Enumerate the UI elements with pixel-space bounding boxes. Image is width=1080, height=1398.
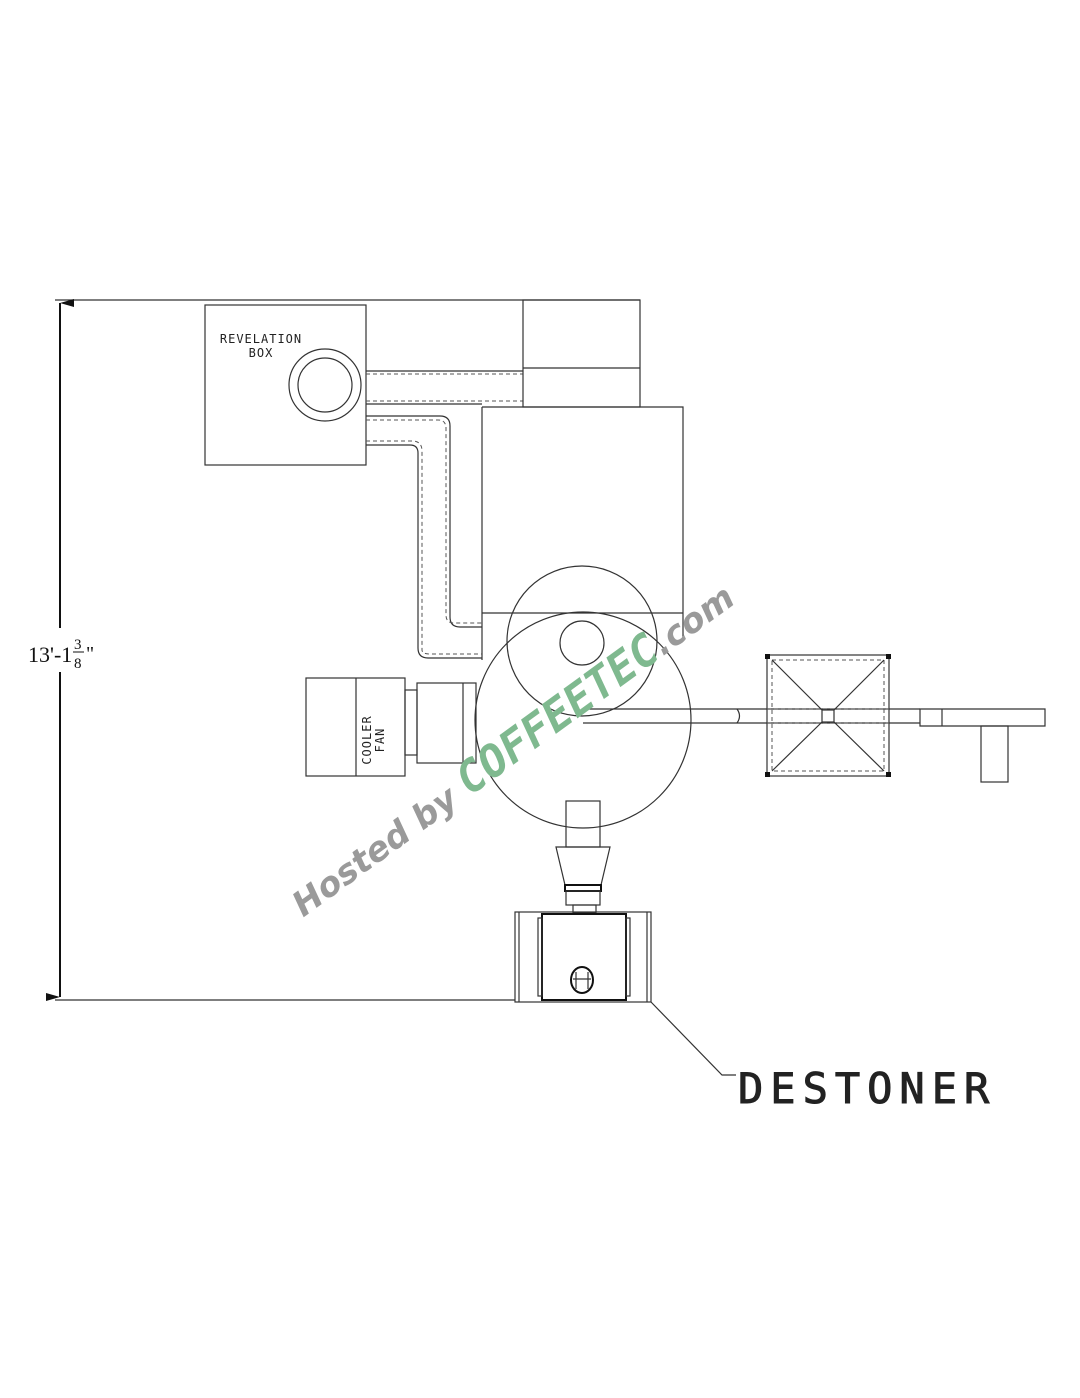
- revelation-box-label-2: BOX: [249, 346, 274, 360]
- dimension-height: 13'-1 3 8 ": [22, 299, 640, 1001]
- dimension-numerator: 3: [74, 637, 82, 653]
- cyclone-box: [765, 654, 891, 777]
- revelation-box-label: REVELATION: [220, 332, 302, 346]
- dimension-unit: ": [86, 643, 94, 665]
- roaster-body: [481, 406, 684, 660]
- cooling-tray: [474, 565, 692, 829]
- destoner: DESTONER: [514, 911, 996, 1114]
- svg-text:Hosted by COFFEETEC.com: Hosted by COFFEETEC.com: [280, 570, 744, 926]
- watermark-brand: COFFEETEC: [446, 624, 669, 806]
- watermark-suffix: .com: [644, 577, 742, 663]
- chaff-pipe: [583, 708, 1046, 783]
- watermark: Hosted by COFFEETEC.com: [280, 570, 744, 926]
- cooler-fan: COOLER FAN: [305, 677, 477, 777]
- upper-duct: [366, 370, 523, 405]
- watermark-prefix: Hosted by: [285, 771, 475, 924]
- s-duct: [366, 415, 482, 659]
- cooler-fan-label-2: FAN: [373, 728, 387, 753]
- dimension-denominator: 8: [74, 656, 82, 672]
- cooler-fan-label: COOLER: [360, 715, 374, 764]
- dimension-value: 13'-1: [28, 642, 72, 667]
- roaster-exhaust-stack: [522, 299, 641, 408]
- revelation-box: REVELATION BOX: [204, 304, 367, 466]
- destoner-label: DESTONER: [738, 1064, 996, 1113]
- discharge-chute: [555, 800, 611, 914]
